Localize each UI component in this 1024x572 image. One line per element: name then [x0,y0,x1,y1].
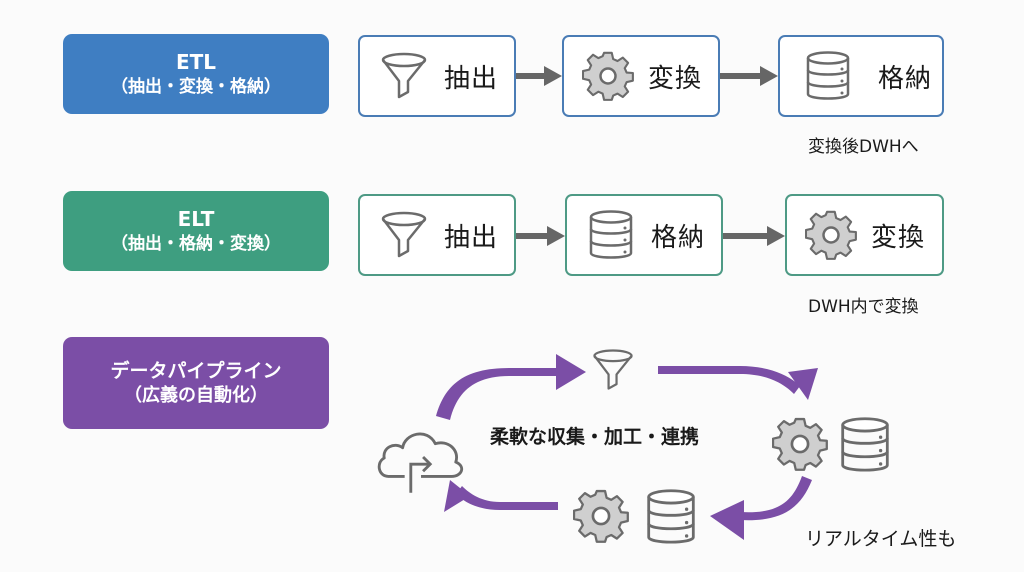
step-label: 格納 [878,63,933,94]
etl-subtitle: （抽出・変換・格納） [111,77,281,97]
cycle-arrow-4-head [444,480,470,512]
cycle-arrow-1 [436,368,558,420]
etl-step-extract: 抽出 [358,35,516,117]
pipeline-subtitle: （広義の自動化） [124,385,268,406]
elt-step-extract: 抽出 [358,194,516,276]
database-icon [836,412,894,478]
elt-title: ELT [177,207,215,231]
pipeline-cycle-text: 柔軟な収集・加工・連携 [490,426,700,448]
pipeline-title: データパイプライン [110,360,282,382]
arrow-right-icon [516,226,565,246]
cloud-upload-icon [374,417,466,499]
step-label: 変換 [871,222,926,253]
cycle-arrow-3 [740,476,812,521]
etl-note: 変換後DWHへ [808,137,919,157]
elt-note: DWH内で変換 [808,297,919,317]
arrow-right-icon [723,226,785,246]
step-label: 抽出 [444,63,499,94]
elt-subtitle: （抽出・格納・変換） [111,234,281,254]
cycle-arrow-3-head [710,500,744,540]
database-icon [642,484,700,550]
elt-step-transform: 変換 [785,194,944,276]
gear-icon [573,488,629,544]
etl-title: ETL [175,50,217,74]
pipeline-label-box: データパイプライン （広義の自動化） [63,337,329,429]
etl-step-transform: 変換 [562,35,720,117]
etl-step-load: 格納 [778,35,944,117]
etl-label-box: ETL （抽出・変換・格納） [63,34,329,114]
cycle-arrow-2-head [788,368,818,400]
cycle-arrow-4 [456,486,558,510]
gear-icon [772,416,828,472]
arrow-right-icon [720,66,778,86]
step-label: 変換 [648,63,703,94]
funnel-icon [590,347,636,393]
step-label: 抽出 [444,222,499,253]
pipeline-note: リアルタイム性も [805,528,957,550]
arrow-right-icon [516,66,562,86]
cycle-arrow-1-head [556,354,586,390]
elt-step-load: 格納 [565,194,723,276]
step-label: 格納 [651,222,706,253]
cycle-arrow-2 [658,366,800,394]
elt-label-box: ELT （抽出・格納・変換） [63,191,329,271]
